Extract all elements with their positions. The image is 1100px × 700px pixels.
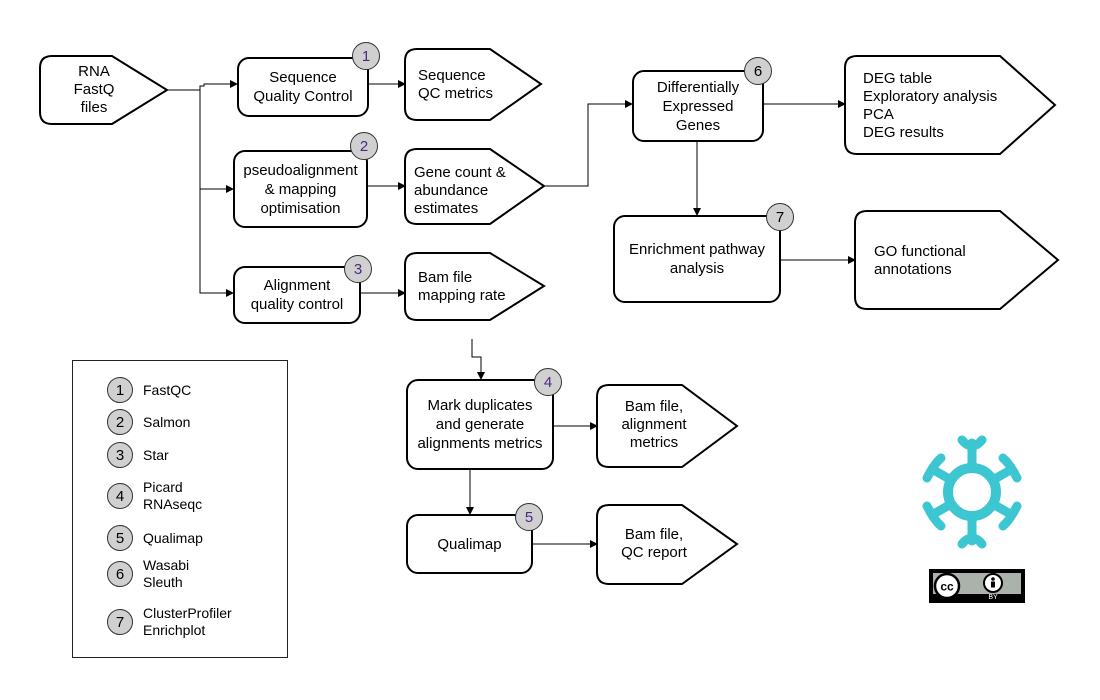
connectors (167, 80, 856, 548)
enrichment-step-badge: 7 (766, 203, 794, 231)
legend-item: 6 Wasabi Sleuth (107, 557, 189, 591)
qualimap-box: Qualimap (406, 514, 533, 574)
pseudo-step-badge: 2 (350, 132, 378, 160)
legend-label: ClusterProfiler Enrichplot (143, 605, 232, 638)
deg-box: Differentially Expressed Genes (632, 70, 764, 142)
mark-dup-step-badge: 4 (534, 368, 562, 396)
bam-qc-label: Bam file, QC report (621, 526, 687, 561)
legend-label: Salmon (143, 413, 191, 430)
legend-label: Picard RNAseqc (143, 479, 203, 512)
legend-item: 1 FastQC (107, 377, 191, 403)
legend-label: Star (143, 446, 169, 463)
cc-badge-icons: cc (933, 572, 1003, 600)
legend-item: 2 Salmon (107, 409, 190, 435)
connector-input-align-qc (199, 189, 234, 297)
input-label: RNA FastQ files (73, 63, 115, 116)
legend-badge: 5 (107, 525, 133, 551)
legend-badge: 3 (107, 442, 133, 468)
connector-bam-mark-dup (471, 339, 485, 380)
cc-by-license-badge: cc BY (929, 569, 1025, 603)
seq-qc-metrics-label: Sequence QC metrics (418, 67, 493, 102)
align-qc-box: Alignment quality control (233, 266, 361, 324)
input-shape (39, 55, 169, 125)
legend-badge: 2 (107, 409, 133, 435)
cc-icon (933, 572, 961, 600)
seq-qc-box: Sequence Quality Control (237, 57, 369, 117)
qualimap-step-badge: 5 (515, 503, 543, 531)
pseudo-box: pseudoalignment & mapping optimisation (233, 150, 368, 228)
bam-align-shape (596, 384, 739, 468)
connector-gene-count-deg (544, 100, 633, 187)
connector-input-seq-qc (167, 80, 238, 91)
bam-qc-shape (596, 504, 739, 585)
enrichment-box: Enrichment pathway analysis (613, 215, 781, 303)
go-label: GO functional annotations (874, 243, 966, 278)
deg-results-shape (844, 55, 1057, 155)
deg-results-label: DEG table Exploratory analysis PCA DEG r… (863, 70, 998, 141)
legend-label: Wasabi Sleuth (143, 557, 190, 590)
go-shape (854, 210, 1060, 310)
seq-qc-metrics-shape (404, 48, 543, 121)
bam-mapping-label: Bam file mapping rate (418, 269, 506, 304)
seq-qc-step-badge: 1 (352, 42, 380, 70)
legend-badge: 7 (107, 609, 133, 635)
svg-text:cc: cc (940, 580, 954, 594)
legend-item: 3 Star (107, 442, 169, 468)
legend-item: 4 Picard RNAseqc (107, 479, 202, 513)
align-qc-step-badge: 3 (344, 255, 372, 283)
bam-align-label: Bam file, alignment metrics (621, 398, 687, 451)
bam-mapping-shape (404, 252, 546, 321)
snowflake-logo-icon (922, 435, 1022, 549)
legend-item: 7 ClusterProfiler Enrichplot (107, 605, 232, 639)
gene-count-shape (404, 148, 546, 225)
legend-label: Qualimap (143, 529, 203, 546)
legend-badge: 1 (107, 377, 133, 403)
legend-badge: 6 (107, 561, 133, 587)
legend-item: 5 Qualimap (107, 525, 203, 551)
legend-badge: 4 (107, 483, 133, 509)
legend-label: FastQC (143, 381, 192, 398)
deg-step-badge: 6 (744, 57, 772, 85)
mark-dup-box: Mark duplicates and generate alignments … (406, 379, 554, 470)
connector-input-pseudo (199, 90, 234, 193)
gene-count-label: Gene count & abundance estimates (414, 164, 506, 217)
tool-legend: 1 FastQC 2 Salmon 3 Star 4 Picard RNAseq… (72, 360, 288, 658)
cc-by-text: BY (988, 594, 998, 601)
